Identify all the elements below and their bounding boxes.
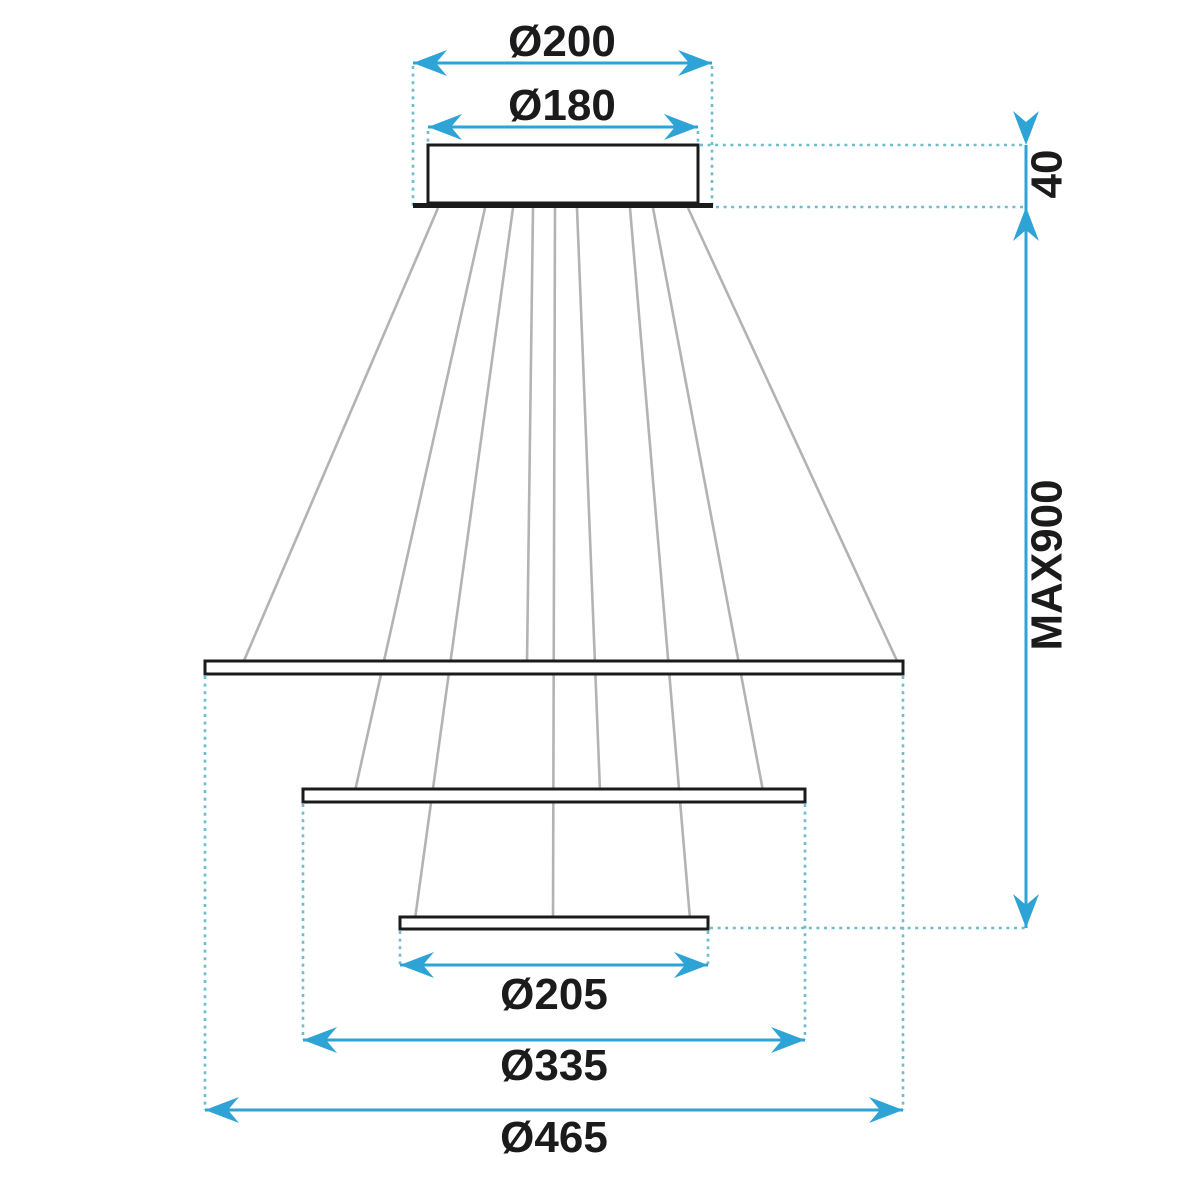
ring-large <box>203 659 905 676</box>
dim-label-canopy-height: 40 <box>1023 150 1072 199</box>
suspension-wire <box>241 207 440 664</box>
dimension-labels: Ø200 Ø180 40 MAX900 Ø205 Ø335 Ø465 <box>500 17 1071 1162</box>
dim-label-canopy-inner: Ø180 <box>508 81 616 130</box>
ring-small <box>398 915 710 931</box>
canopy-body <box>426 143 700 205</box>
suspension-wire <box>413 207 515 920</box>
suspension-wire <box>551 207 557 920</box>
dim-label-ring-large: Ø465 <box>500 1113 608 1162</box>
suspension-wires <box>241 207 900 920</box>
ring-medium <box>301 787 807 804</box>
suspension-wire <box>651 207 765 792</box>
extension-lines <box>203 66 1026 1110</box>
dim-label-canopy-outer: Ø200 <box>508 17 616 66</box>
dim-label-ring-small: Ø205 <box>500 970 608 1019</box>
rings-group <box>203 659 905 931</box>
arrowhead-down <box>1013 111 1039 145</box>
suspension-wire <box>575 207 602 792</box>
suspension-wire <box>353 207 487 792</box>
dim-label-ring-medium: Ø335 <box>500 1041 608 1090</box>
dimension-lines <box>205 50 1039 1123</box>
suspension-wire <box>525 207 535 664</box>
canopy-base-plate <box>413 203 713 208</box>
suspension-wire <box>628 207 692 920</box>
canopy-group <box>413 143 713 208</box>
dim-label-max-drop: MAX900 <box>1023 479 1072 650</box>
suspension-wire <box>686 207 900 664</box>
